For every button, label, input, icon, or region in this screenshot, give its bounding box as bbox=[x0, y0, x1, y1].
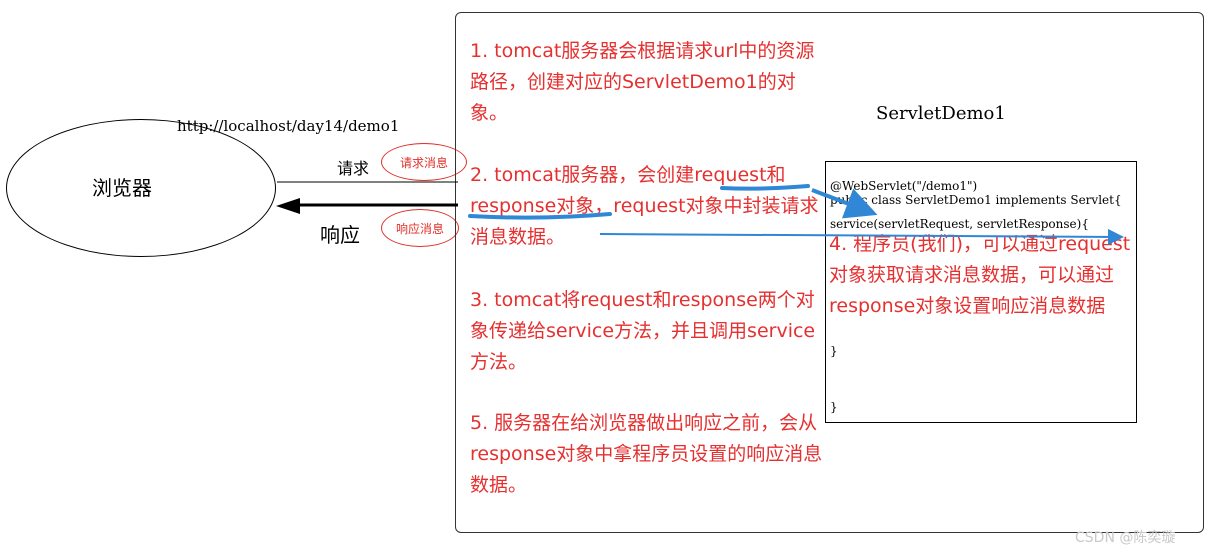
server-box bbox=[455, 12, 1204, 533]
step-4-text: 4. 程序员(我们)，可以通过request对象获取请求消息数据，可以通过res… bbox=[829, 233, 1131, 317]
request-message-bubble: 请求消息 bbox=[381, 143, 467, 181]
watermark: CSDN @陈奕璇 bbox=[1075, 530, 1176, 546]
browser-label: 浏览器 bbox=[92, 176, 152, 200]
response-label: 响应 bbox=[320, 223, 360, 247]
code-close-outer: } bbox=[830, 400, 838, 414]
step-1-text: 1. tomcat服务器会根据请求url中的资源路径，创建对应的ServletD… bbox=[470, 40, 815, 124]
code-close-inner: } bbox=[830, 344, 838, 358]
code-class-declaration: public class ServletDemo1 implements Ser… bbox=[830, 193, 1122, 207]
browser-ellipse bbox=[6, 119, 276, 257]
response-message-bubble: 响应消息 bbox=[381, 209, 459, 247]
underline-request bbox=[720, 184, 810, 191]
arrow-response-to-service bbox=[599, 228, 1124, 245]
arrow-request-to-service bbox=[811, 188, 878, 219]
response-arrowhead bbox=[276, 198, 300, 214]
underline-response bbox=[468, 212, 612, 220]
step-3-text: 3. tomcat将request和response两个对象传递给service… bbox=[470, 289, 816, 373]
request-label: 请求 bbox=[337, 159, 370, 178]
step-2-text: 2. tomcat服务器，会创建request和response对象，reque… bbox=[470, 164, 819, 248]
servlet-code-box: @WebServlet("/demo1") public class Servl… bbox=[825, 161, 1137, 423]
code-service-signature: service(servletRequest, servletResponse)… bbox=[830, 217, 1089, 231]
step-5-text: 5. 服务器在给浏览器做出响应之前，会从response对象中拿程序员设置的响应… bbox=[470, 412, 823, 496]
request-url: http://localhost/day14/demo1 bbox=[177, 117, 400, 135]
servlet-title: ServletDemo1 bbox=[876, 103, 1006, 124]
